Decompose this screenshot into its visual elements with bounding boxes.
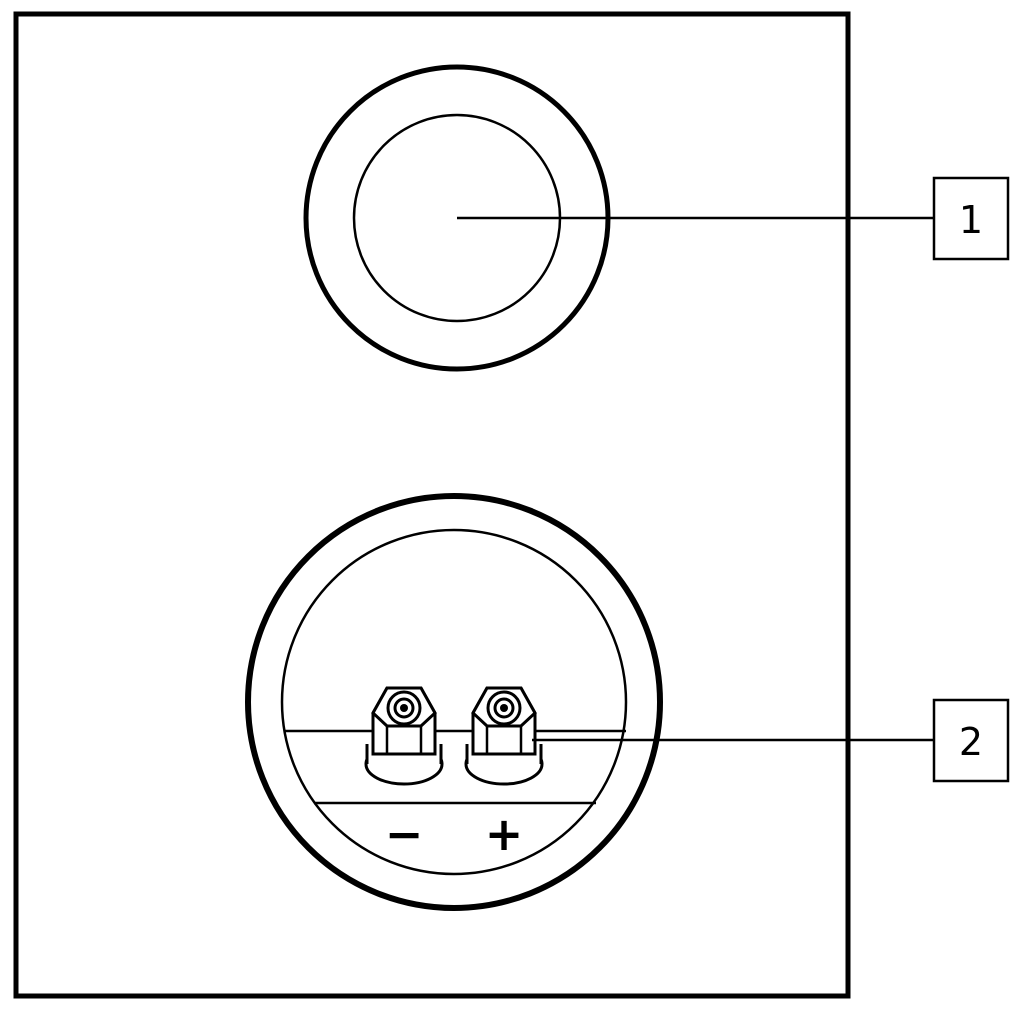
positive-polarity-label: +	[485, 807, 524, 861]
terminal-cup	[245, 493, 663, 911]
callout-2-box	[932, 698, 1010, 783]
callout-1-box	[932, 176, 1010, 261]
negative-polarity-label: −	[385, 807, 424, 861]
callout-1-label: 1	[959, 198, 983, 242]
callout-2-label: 2	[959, 720, 983, 764]
positive-binding-post	[464, 686, 544, 786]
negative-binding-post	[364, 686, 444, 786]
terminal-cup-inner-ring	[280, 528, 628, 876]
